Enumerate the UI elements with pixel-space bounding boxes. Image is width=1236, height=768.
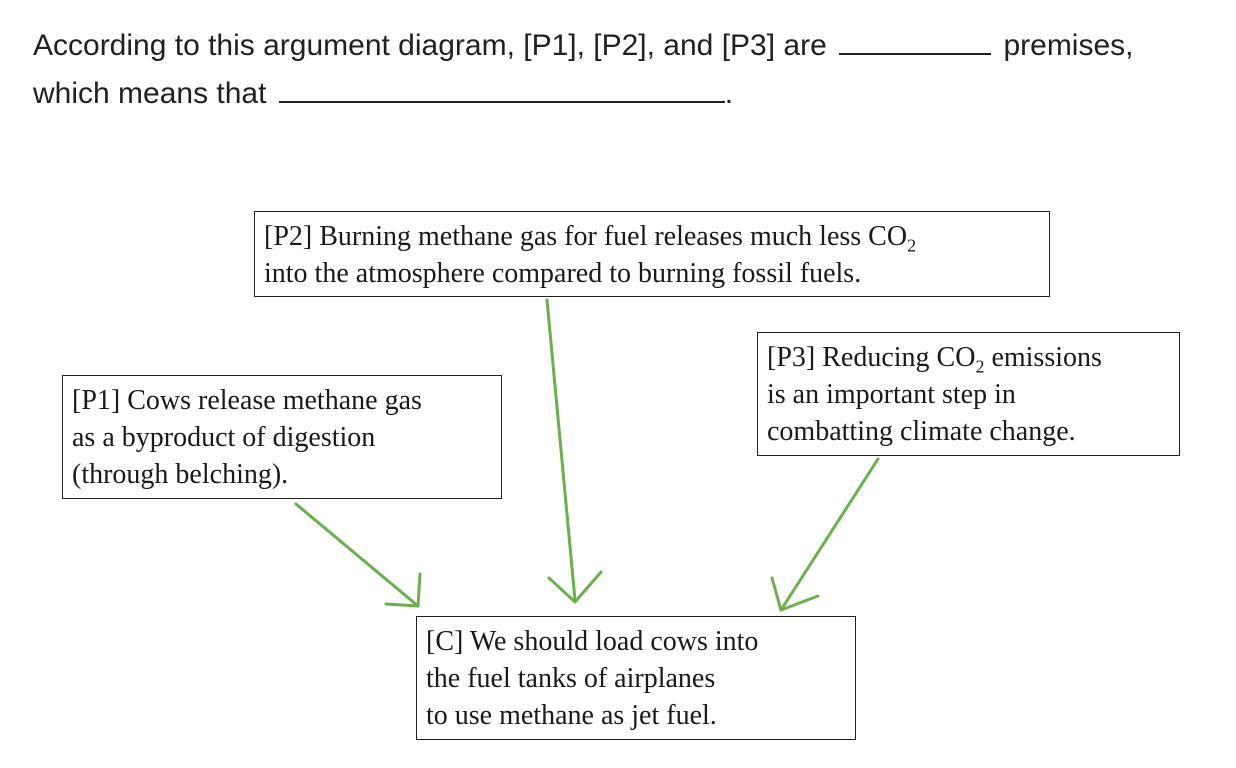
p2-text-1: [P2] Burning methane gas for fuel releas… [264,221,908,252]
question-text-part-2: premises, [1003,29,1134,62]
premise-box-p1: [P1] Cows release methane gas as a bypro… [62,375,502,499]
p3-line-2: is an important step in [767,379,1016,410]
answer-blank-1[interactable] [839,25,992,55]
p1-line-3: (through belching). [72,459,289,490]
p3-text-1a: [P3] Reducing CO [767,342,976,373]
question-text-part-3: which means that [33,77,267,110]
question-line-1: According to this argument diagram, [P1]… [33,22,1213,70]
question-period: . [724,77,734,110]
c-line-3: to use methane as jet fuel. [426,700,717,731]
p3-line-3: combatting climate change. [767,416,1076,447]
arrow-p2-to-c [545,298,577,602]
c-line-2: the fuel tanks of airplanes [426,663,716,694]
arrow-p3-to-c [779,457,880,612]
arrowhead-p1 [384,572,422,608]
p3-line-1: [P3] Reducing CO2 emissions [767,339,1170,376]
arrowhead-p3 [770,576,820,612]
premise-box-p2: [P2] Burning methane gas for fuel releas… [254,211,1050,297]
p3-subscript: 2 [975,356,985,377]
c-line-1: [C] We should load cows into [426,626,759,657]
question-line-2: which means that . [33,70,1213,118]
arrow-p1-to-c [294,502,420,608]
p2-subscript: 2 [907,235,917,256]
p1-line-1: [P1] Cows release methane gas [72,385,422,416]
question-text: According to this argument diagram, [P1]… [33,22,1213,118]
conclusion-box: [C] We should load cows into the fuel ta… [416,616,856,740]
p2-line-1: [P2] Burning methane gas for fuel releas… [264,218,1040,255]
p3-text-1b: emissions [984,342,1102,373]
p1-line-2: as a byproduct of digestion [72,422,376,453]
arrowhead-p2 [547,570,603,604]
premise-box-p3: [P3] Reducing CO2 emissions is an import… [757,332,1180,456]
question-text-part-1: According to this argument diagram, [P1]… [33,29,827,62]
answer-blank-2[interactable] [278,73,725,103]
p2-line-2: into the atmosphere compared to burning … [264,258,862,289]
